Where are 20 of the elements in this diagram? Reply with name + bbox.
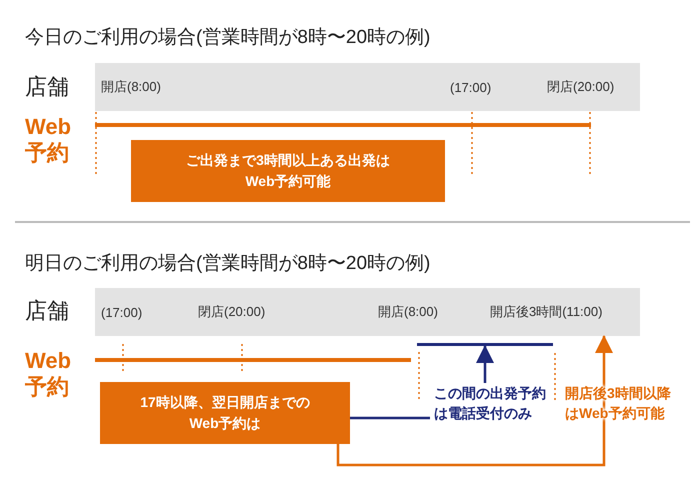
arrow (336, 335, 613, 466)
time-label: 開店(8:00) (101, 78, 161, 96)
info-box: ご出発まで3時間以上ある出発はWeb予約可能 (131, 140, 445, 202)
info-box: 17時以降、翌日開店までのWeb予約は (100, 382, 350, 444)
section-heading: 今日のご利用の場合(営業時間が8時〜20時の例) (25, 26, 430, 50)
note-text: この間の出発予約は電話受付のみ (434, 383, 546, 424)
time-label: (17:00) (450, 78, 492, 97)
arrow (476, 345, 494, 383)
time-label: 閉店(20:00) (547, 78, 614, 96)
row-label: 店舗 (25, 298, 70, 324)
section-heading: 明日のご利用の場合(営業時間が8時〜20時の例) (25, 252, 430, 276)
period-bar (417, 343, 553, 346)
time-label: (17:00) (101, 304, 142, 322)
row-label: 店舗 (25, 74, 70, 100)
connector-line (350, 416, 430, 420)
time-label: 開店(8:00) (378, 303, 438, 321)
time-label: 閉店(20:00) (198, 303, 266, 321)
row-label: Web予約 (25, 114, 72, 167)
row-label: Web予約 (25, 348, 72, 401)
time-label: 開店後3時間(11:00) (490, 288, 602, 336)
